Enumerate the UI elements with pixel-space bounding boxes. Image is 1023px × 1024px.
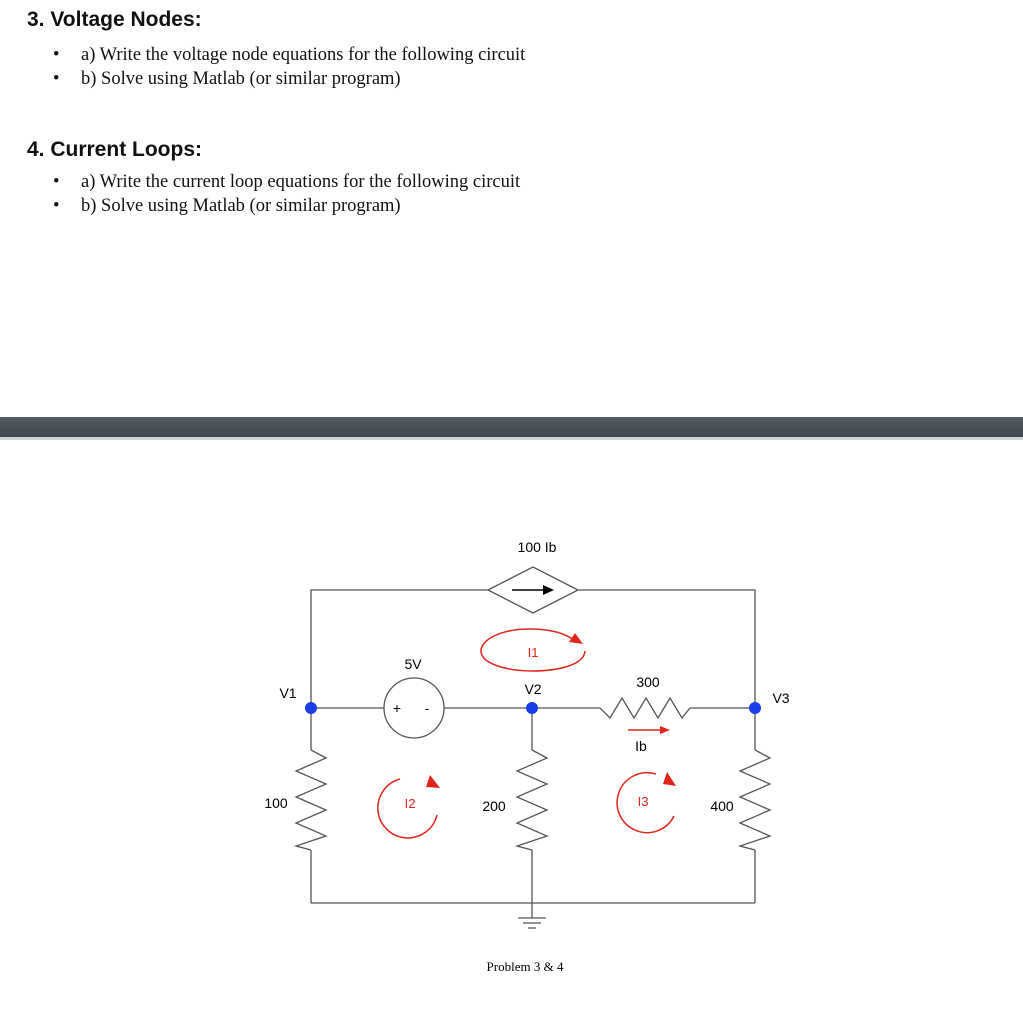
wires — [310, 589, 756, 918]
loop-i3-arrow-icon — [616, 771, 675, 834]
node-v3-label: V3 — [772, 690, 789, 706]
list-item: • b) Solve using Matlab (or similar progr… — [53, 194, 520, 218]
node-v1-label: V1 — [279, 685, 296, 701]
wire-top-right — [578, 589, 756, 708]
list-item: • a) Write the current loop equations for… — [53, 170, 520, 194]
loop-i3-arrowhead-icon — [663, 772, 676, 786]
node-v2-label: V2 — [524, 681, 541, 697]
item-text: a) Write the current loop equations for … — [81, 172, 521, 192]
section4-heading: 4. Current Loops: — [27, 138, 203, 161]
loop-i2-arrowhead-icon — [426, 775, 440, 788]
section3-list: • a) Write the voltage node equations for… — [53, 43, 525, 91]
resistor-100 — [293, 749, 328, 851]
item-text: b) Solve using Matlab (or similar progra… — [81, 69, 401, 89]
loop-i1-label: I1 — [528, 645, 539, 660]
loop-i1-arrowhead-icon — [569, 633, 583, 644]
bullet-icon: • — [53, 45, 60, 65]
voltage-source — [383, 677, 445, 739]
loop-i2-label: I2 — [405, 796, 416, 811]
source-minus-sign: - — [425, 700, 430, 716]
bullet-icon: • — [53, 196, 60, 216]
page-divider — [0, 417, 1023, 440]
item-text: b) Solve using Matlab (or similar progra… — [81, 196, 401, 216]
branch-current-label: Ib — [635, 738, 647, 754]
figure-caption: Problem 3 & 4 — [487, 959, 564, 974]
node-v1-dot — [305, 702, 317, 714]
loop-i3-label: I3 — [638, 794, 649, 809]
resistor-400-label: 400 — [710, 798, 734, 814]
wire-top-left — [310, 589, 488, 708]
source-arrowhead-icon — [543, 585, 554, 595]
loop-i1-arrow-icon — [480, 628, 586, 672]
source-plus-sign: + — [393, 700, 401, 716]
section3-heading: 3. Voltage Nodes: — [27, 8, 202, 31]
circuit-diagram: 100 Ib + - 5V V1 V2 V3 100 200 300 400 I… — [264, 539, 789, 974]
resistor-300-label: 300 — [636, 674, 660, 690]
resistor-200 — [514, 749, 549, 851]
ground-icon — [518, 917, 546, 929]
ib-arrowhead-icon — [660, 726, 670, 734]
loop-i2-arrow-icon — [377, 778, 438, 839]
resistor-100-label: 100 — [264, 795, 288, 811]
resistor-400 — [737, 749, 772, 851]
dependent-source-label: 100 Ib — [518, 539, 557, 555]
item-text: a) Write the voltage node equations for … — [81, 45, 526, 65]
node-v2-dot — [526, 702, 538, 714]
node-v3-dot — [749, 702, 761, 714]
resistor-300 — [599, 696, 691, 720]
list-item: • a) Write the voltage node equations for… — [53, 43, 525, 67]
resistor-200-label: 200 — [482, 798, 506, 814]
bullet-icon: • — [53, 172, 60, 192]
section4-list: • a) Write the current loop equations for… — [53, 170, 520, 218]
bullet-icon: • — [53, 69, 60, 89]
voltage-source-label: 5V — [404, 656, 422, 672]
list-item: • b) Solve using Matlab (or similar progr… — [53, 67, 525, 91]
